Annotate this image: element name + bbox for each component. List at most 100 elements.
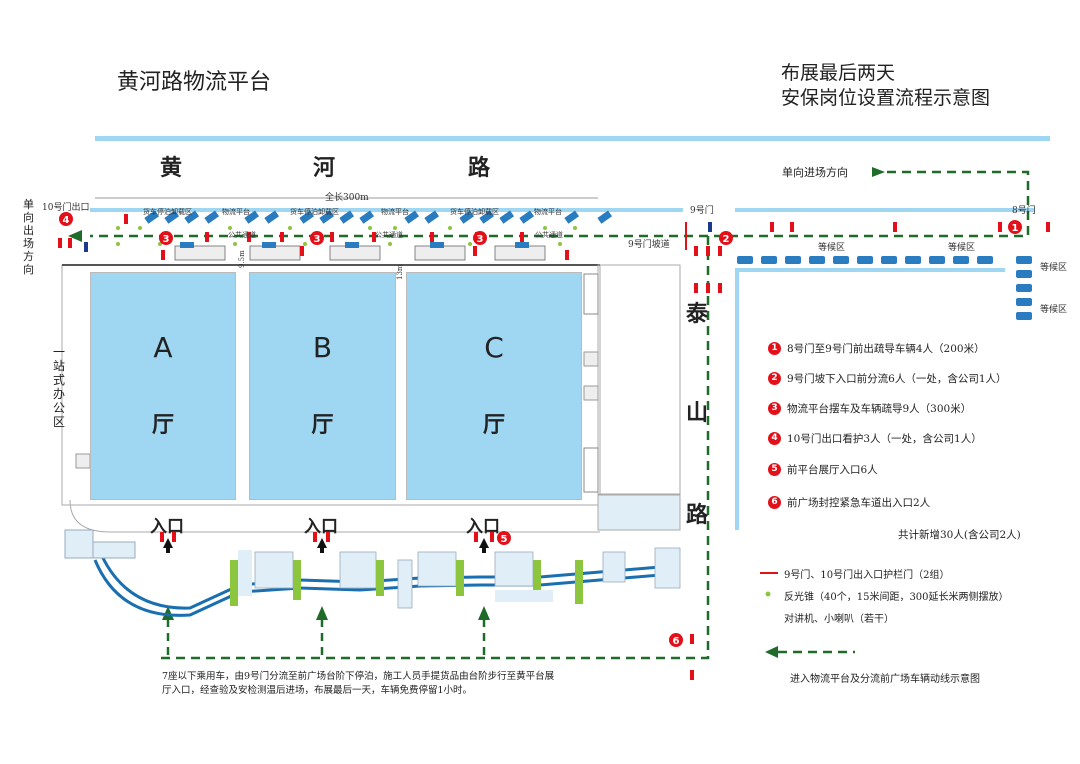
gate9-label: 9号门 [690,206,714,216]
route-arrow-exit [68,230,82,242]
route-main [90,170,1030,238]
total-length-label: 全长300m [325,193,369,203]
hall-a[interactable]: A 厅 [90,272,236,500]
hall-c-char: 厅 [482,412,505,438]
legend-item-6: 6 前广场封控紧急车道出入口2人 [768,495,930,510]
truck-icons [144,210,613,248]
legend-text-4: 10号门出口看护3人（一处，含公司1人） [787,433,982,445]
taishan-char-3: 路 [686,502,709,528]
legend-item-1: 1 8号门至9号门前出疏导车辆4人（200米） [768,341,985,356]
stair-east-2 [583,447,599,493]
gate10-exit-label: 10号门出口 [42,203,90,213]
legend-badge-5: 5 [768,463,781,476]
waiting-road-band [735,268,1005,272]
page-title: 黄河路物流平台 [117,70,272,95]
public-passage-2: 公共通道 [375,231,403,239]
cone-dots [116,226,577,246]
hall-b-letter: B [312,331,333,364]
corner-building [597,493,681,531]
stair-east-1 [583,273,599,315]
office-area-label: 一站式办公区 [52,345,65,429]
gate8-label: 8号门 [1012,206,1036,216]
svg-text:4: 4 [63,215,70,226]
legend-radio-text: 对讲机、小喇叭（若干） [784,614,894,625]
restroom-icons [75,351,599,469]
huanghe-char-1: 黄 [160,155,183,181]
zone-platform-2: 物流平台 [381,208,409,216]
legend-text-2: 9号门坡下入口前分流6人（一处，含公司1人） [787,373,1007,385]
plaza-arrow-b [316,606,328,620]
svg-text:5: 5 [501,534,508,545]
legend-route-text: 进入物流平台及分流前广场车辆动线示意图 [790,674,980,685]
zone-truck-3: 货车停泊卸载区 [450,208,499,216]
public-passage-3: 公共通道 [535,231,563,239]
gate9-ramp-label: 9号门坡道 [628,240,670,250]
legend-text-6: 前广场封控紧急车道出入口2人 [787,497,931,509]
entrance-a: 入口 [150,517,184,537]
entrance-arrows [163,538,489,553]
taishan-char-2: 山 [686,400,709,426]
one-way-direction-label: 单向进场方向 [782,166,848,179]
legend-item-5: 5 前平台展厅入口6人 [768,462,878,477]
waiting-bus-icons [737,256,1032,320]
hall-b-char: 厅 [311,412,334,438]
svg-text:1: 1 [1012,223,1019,234]
zone-truck-2: 货车停泊卸载区 [290,208,339,216]
legend-cone-text: 反光锥（40个，15米间距，300延长米两侧摆放） [784,592,1009,603]
hall-b[interactable]: B 厅 [249,272,396,500]
gap-dim-1: 9.5m [238,250,246,268]
hall-a-char: 厅 [151,412,174,438]
note-line-1: 7座以下乘用车，由9号门分流至前广场台阶下停泊，施工人员手提货品由台阶步行至黄平… [162,671,555,682]
taishan-road-band [735,268,739,530]
huanghe-char-3: 路 [468,155,491,181]
front-plaza-edge [69,499,600,533]
waiting-area-1: 等候区 [818,243,846,253]
subtitle-line-1: 布展最后两天 [781,62,896,84]
legend-item-3: 3 物流平台摆车及车辆疏导9人（300米） [768,401,971,416]
waiting-area-2: 等候区 [948,243,976,253]
zone-truck-1: 货车停泊卸载区 [143,208,192,216]
hall-c[interactable]: C 厅 [406,272,582,500]
svg-text:6: 6 [673,636,680,647]
zone-platform-1: 物流平台 [222,208,250,216]
svg-text:2: 2 [723,234,730,245]
entrance-c: 入口 [466,517,500,537]
waiting-area-3: 等候区 [1040,263,1068,273]
svg-text:3: 3 [477,234,484,245]
svg-text:3: 3 [163,234,170,245]
exit-direction-label: 单向出场方向 [23,198,34,276]
plaza-arrow-c [478,606,490,620]
hall-c-letter: C [484,331,504,364]
legend-badge-3: 3 [768,402,781,415]
taishan-char-1: 泰 [686,301,709,327]
legend-item-2: 2 9号门坡下入口前分流6人（一处，含公司1人） [768,371,1007,386]
legend-route-arrow [765,646,778,658]
entrance-b: 入口 [304,517,338,537]
svg-text:3: 3 [314,234,321,245]
legend-badge-2: 2 [768,372,781,385]
public-passage-1: 公共通道 [228,231,256,239]
legend-item-4: 4 10号门出口看护3人（一处，含公司1人） [768,431,982,446]
legend-text-1: 8号门至9号门前出疏导车辆4人（200米） [787,343,985,355]
platform-stairs [174,245,546,261]
legend-total: 共计新增30人(含公司2人) [898,529,1021,541]
legend-fence-text: 9号门、10号门出入口护栏门（2组） [784,570,950,581]
front-plaza [64,529,681,617]
note-line-2: 厅入口，经查验及安检测温后进场，布展最后一天，车辆免费停留1小时。 [162,685,473,696]
waiting-area-4: 等候区 [1040,305,1068,315]
legend-badge-4: 4 [768,432,781,445]
legend-cone-dot [765,591,771,597]
platform-road-band-right [735,208,1035,212]
gap-dim-2: 13m [396,264,404,280]
subtitle-line-2: 安保岗位设置流程示意图 [781,87,991,109]
post-markers: 4 3 3 3 2 1 5 6 [59,212,1022,647]
legend-text-3: 物流平台摆车及车辆疏导9人（300米） [787,403,972,415]
legend-text-5: 前平台展厅入口6人 [787,464,878,476]
hall-a-letter: A [153,331,173,364]
platform-road-band-left [90,208,683,212]
zone-platform-3: 物流平台 [534,208,562,216]
huanghe-char-2: 河 [313,155,336,181]
guard-figures [58,214,1050,680]
